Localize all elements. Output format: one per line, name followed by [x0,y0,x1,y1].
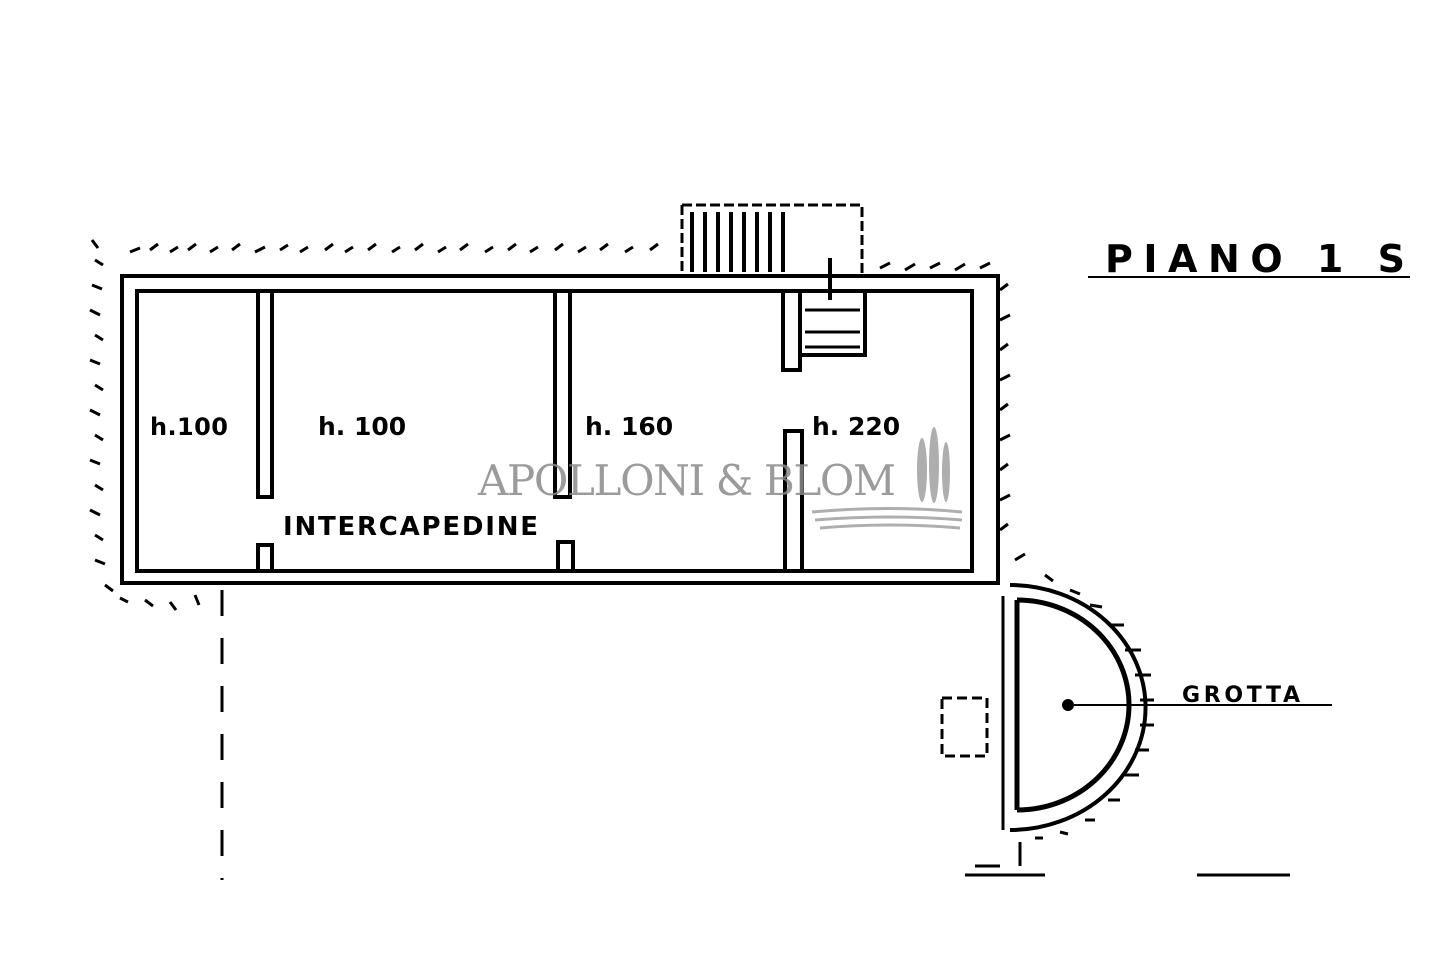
ground-hatching [89,239,1154,840]
corridor-label: INTERCAPEDINE [283,512,538,542]
room-height-label: h. 220 [812,412,900,441]
grotto-niche [940,696,989,758]
partition-wall [783,429,804,571]
partition-stub [556,540,575,571]
partition-stub [256,543,274,571]
grotto-outer-wall [1009,583,1148,832]
grotto-label: GROTTA [1182,683,1300,708]
grotto-center-point [1062,699,1074,711]
watermark-logo-icon [811,427,963,530]
exterior-stairs-treads [690,212,832,300]
stair-well [781,291,867,372]
partition-wall [553,291,572,499]
stair-steps [805,308,860,349]
room-height-label: h.100 [150,413,228,441]
room-height-label: h. 100 [318,412,406,441]
watermark-text: APOLLONI & BLOM [477,456,896,505]
exterior-stairs [680,203,864,275]
floor-title: PIANO 1 S [1105,237,1405,281]
base-line [965,842,1290,877]
partition-wall [256,291,274,499]
room-height-label: h. 160 [585,412,673,441]
outer-wall [120,274,1000,585]
